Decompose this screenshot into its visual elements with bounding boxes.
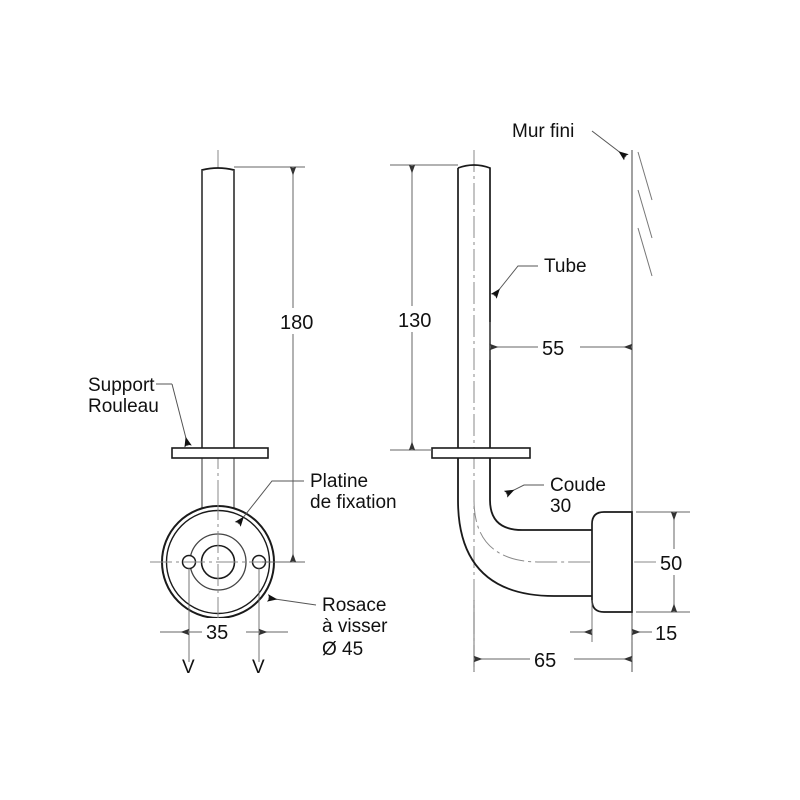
wall-finished-line (631, 150, 653, 672)
callout-coude: Coude 30 (503, 475, 606, 517)
rosace-label-line2: à visser (322, 616, 388, 637)
left-rosace-face (150, 498, 292, 628)
dim-130-text: 130 (398, 310, 431, 332)
platine-label-line2: de fixation (310, 492, 397, 513)
dim-55-text: 55 (542, 338, 564, 360)
support-rouleau-label-line2: Rouleau (88, 396, 159, 417)
v-marker-right: V (252, 657, 265, 678)
dimension-50: 50 (636, 511, 698, 613)
dimension-65: 65 (473, 600, 633, 672)
mur-fini-label: Mur fini (512, 121, 574, 142)
right-tube-centerline (473, 150, 672, 672)
dim-15-text: 15 (655, 623, 677, 645)
callout-mur-fini: Mur fini (512, 121, 629, 161)
dimension-55: 55 (489, 322, 633, 360)
dim-35-text: 35 (206, 622, 228, 644)
dim-50-text: 50 (660, 553, 682, 575)
coude-label-line1: Coude (550, 475, 606, 496)
tube-label: Tube (544, 256, 587, 277)
rosace-diameter-label: Ø 45 (322, 639, 363, 660)
left-support-plate (171, 447, 269, 459)
left-elevation-view: 180 35 V V Support Rouleau Platine de fi… (88, 150, 397, 678)
v-marker-left: V (182, 657, 195, 678)
dimension-15: 15 (570, 600, 677, 645)
right-rosace-profile (591, 511, 633, 613)
dim-65-text: 65 (534, 650, 556, 672)
coude-angle-label: 30 (550, 496, 571, 517)
callout-tube: Tube (490, 256, 587, 299)
right-support-plate (431, 447, 531, 459)
dimension-130: 130 (390, 164, 458, 451)
platine-label-line1: Platine (310, 471, 368, 492)
dimension-35: 35 V V (160, 568, 288, 678)
right-tube-and-elbow (457, 164, 592, 597)
rosace-label-line1: Rosace (322, 595, 386, 616)
callout-support-rouleau: Support Rouleau (88, 375, 192, 448)
callout-rosace-a-visser: Rosace à visser Ø 45 (266, 594, 388, 660)
dimension-180: 180 (234, 166, 322, 563)
callout-platine-fixation: Platine de fixation (234, 471, 397, 527)
right-side-view: 130 55 50 15 65 (390, 121, 698, 672)
dim-180-text: 180 (280, 312, 313, 334)
support-rouleau-label-line1: Support (88, 375, 155, 396)
